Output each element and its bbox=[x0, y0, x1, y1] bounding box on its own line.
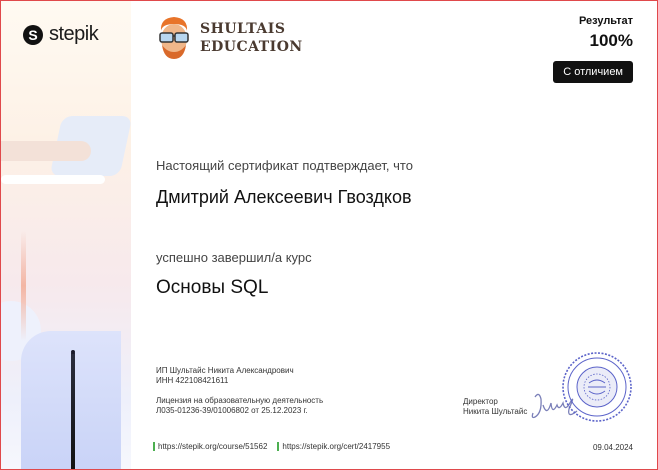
decorative-side-panel bbox=[1, 1, 131, 469]
decor-streak bbox=[21, 231, 26, 341]
logo-text: stepik bbox=[49, 23, 99, 45]
school-name-line2: EDUCATION bbox=[200, 39, 303, 55]
school-mascot-avatar bbox=[159, 17, 189, 59]
issue-date: 09.04.2024 bbox=[592, 443, 633, 452]
issuer-block: ИП Шультайс Никита Александрович ИНН 422… bbox=[156, 366, 294, 386]
decor-bar bbox=[1, 175, 105, 184]
school-name-line1: SHULTAIS bbox=[200, 21, 286, 37]
director-title: Директор bbox=[463, 397, 498, 406]
link-marker bbox=[153, 442, 155, 451]
school-logo: SHULTAIS EDUCATION bbox=[156, 15, 303, 61]
stepik-logo: S stepik bbox=[23, 23, 99, 46]
issuer-org: ИП Шультайс Никита Александрович bbox=[156, 366, 294, 375]
recipient-name: Дмитрий Алексеевич Гвоздков bbox=[156, 187, 412, 207]
certificate-link[interactable]: https://stepik.org/cert/2417955 bbox=[277, 442, 390, 451]
license-title: Лицензия на образовательную деятельность bbox=[156, 396, 324, 405]
confirmation-text: Настоящий сертификат подтверждает, что bbox=[156, 158, 413, 173]
license-block: Лицензия на образовательную деятельность… bbox=[156, 396, 323, 416]
link-marker bbox=[277, 442, 280, 451]
director-name: Никита Шультайс bbox=[463, 407, 528, 416]
issuer-inn: ИНН 422108421611 bbox=[156, 376, 229, 385]
course-url[interactable]: https://stepik.org/course/51562 bbox=[158, 442, 268, 451]
decor-shape bbox=[1, 141, 91, 161]
course-title: Основы SQL bbox=[156, 277, 269, 298]
decor-needle-tip bbox=[71, 350, 75, 354]
official-stamp bbox=[562, 352, 632, 422]
distinction-badge: С отличием bbox=[553, 61, 633, 83]
course-link[interactable]: https://stepik.org/course/51562 bbox=[153, 442, 267, 451]
completion-text: успешно завершил/а курс bbox=[156, 250, 312, 265]
result-block: Результат 100% bbox=[579, 15, 633, 51]
certificate-url[interactable]: https://stepik.org/cert/2417955 bbox=[282, 442, 391, 451]
result-value: 100% bbox=[589, 31, 633, 50]
director-block: Директор Никита Шультайс bbox=[463, 397, 527, 417]
stepik-s-icon: S bbox=[23, 24, 43, 45]
decor-needle bbox=[71, 353, 75, 469]
verification-links: https://stepik.org/course/51562 https://… bbox=[153, 442, 390, 451]
director-signature bbox=[531, 393, 578, 419]
license-number: Л035-01236-39/01006802 от 25.12.2023 г. bbox=[156, 406, 308, 415]
result-label: Результат bbox=[578, 15, 633, 27]
